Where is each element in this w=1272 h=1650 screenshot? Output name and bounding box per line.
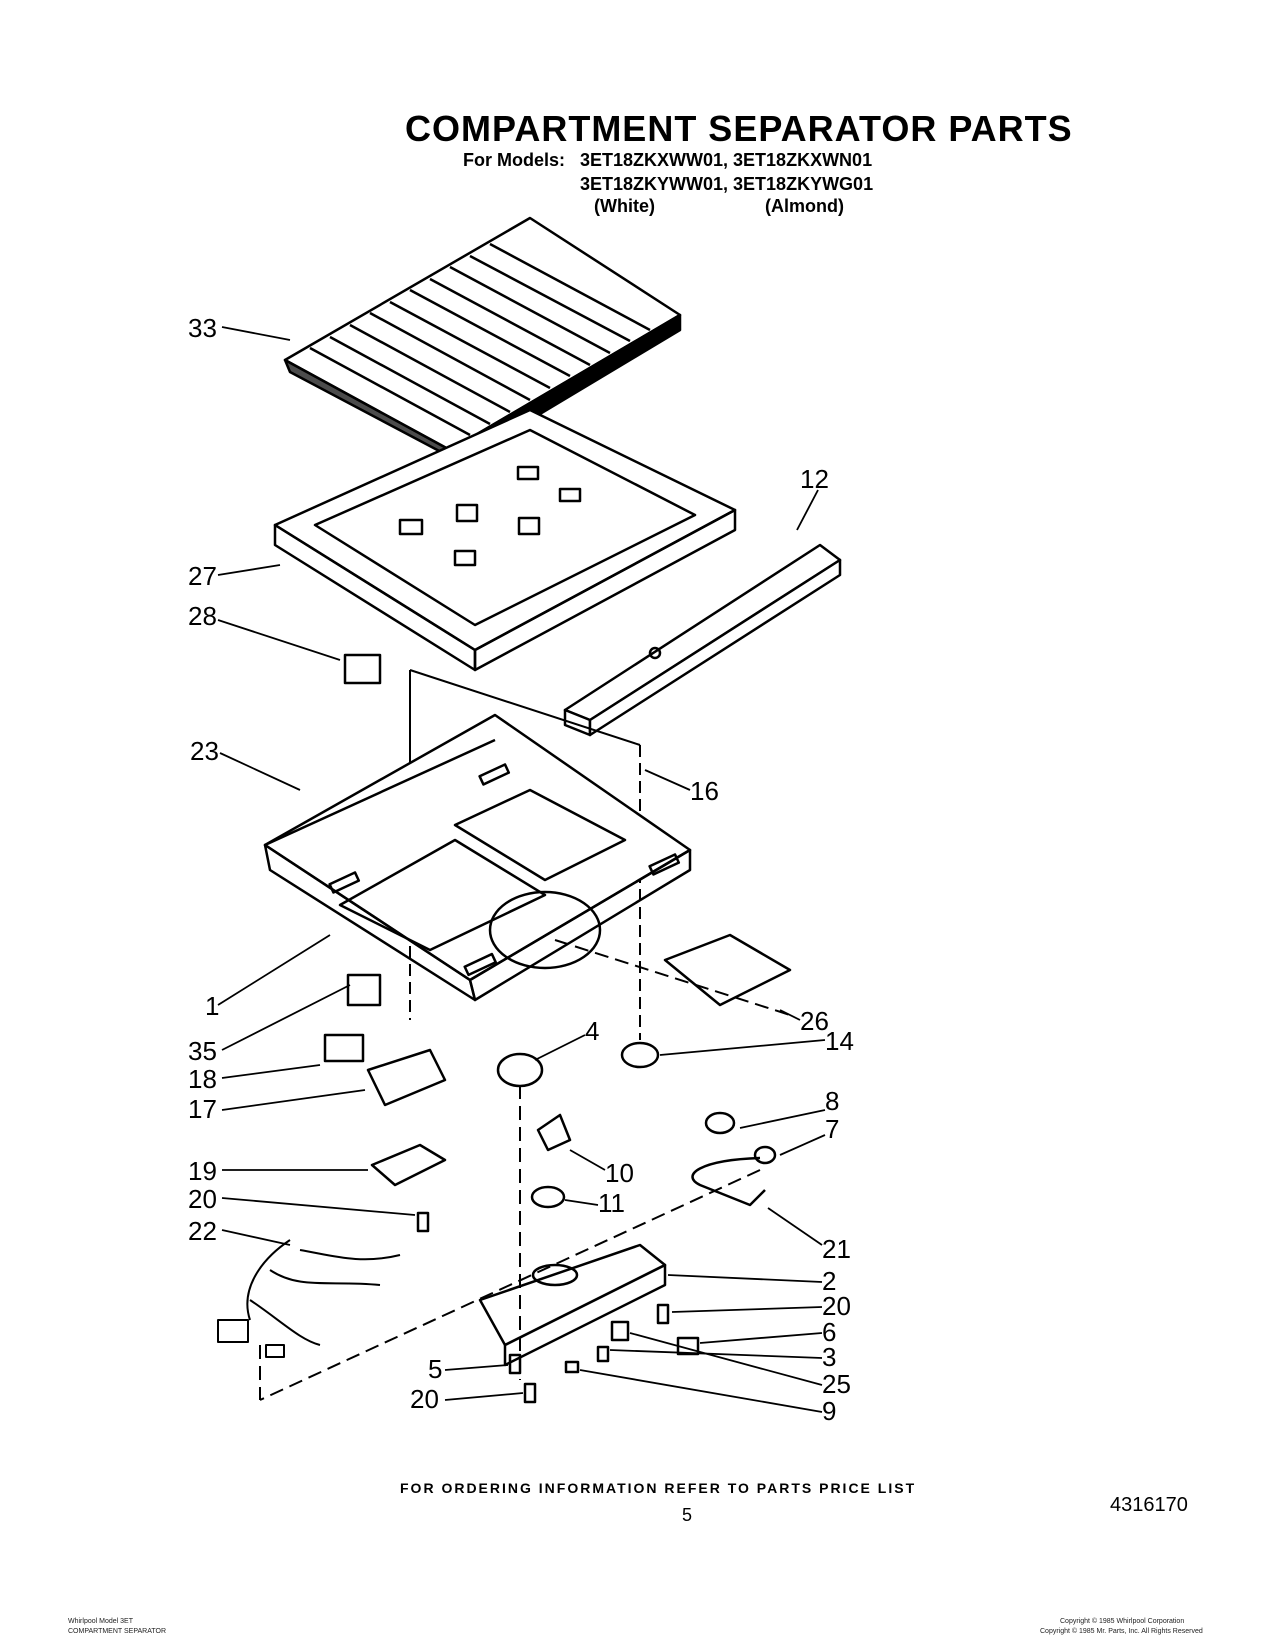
part-14-grommet — [620, 1041, 660, 1069]
callout-14: 14 — [825, 1026, 854, 1056]
callout-20-c: 20 — [410, 1384, 439, 1414]
page-title: COMPARTMENT SEPARATOR PARTS — [405, 108, 1073, 149]
callout-7: 7 — [825, 1114, 839, 1144]
callout-21: 21 — [822, 1234, 851, 1264]
part-20-screw-b — [656, 1303, 670, 1325]
callout-12: 12 — [800, 464, 829, 494]
callout-26: 26 — [800, 1006, 829, 1036]
part-11-washer — [530, 1185, 566, 1209]
callout-11: 11 — [598, 1188, 625, 1218]
callout-25: 25 — [822, 1369, 851, 1399]
part-35-clip — [346, 973, 382, 1007]
models-line-1: 3ET18ZKXWW01, 3ET18ZKXWN01 — [580, 150, 873, 170]
callout-16: 16 — [690, 776, 719, 806]
part-33-grille — [283, 216, 682, 464]
part-10-switch — [536, 1113, 572, 1152]
document-number: 4316170 — [1110, 1494, 1188, 1516]
models-line-2: 3ET18ZKYWW01, 3ET18ZKYWG01 — [580, 174, 874, 194]
part-17-housing — [366, 1048, 447, 1107]
part-23-separator-base — [263, 713, 692, 1002]
part-2-base-plate — [478, 1243, 667, 1367]
callout-1: 1 — [205, 991, 219, 1021]
part-6-screw — [596, 1345, 610, 1363]
callout-8: 8 — [825, 1086, 839, 1116]
models-prefix: For Models: — [463, 150, 565, 170]
callout-35: 35 — [188, 1036, 217, 1066]
color-white-label: (White) — [594, 196, 655, 216]
callout-33: 33 — [188, 313, 217, 343]
part-28-block — [343, 653, 382, 685]
fine-print-left-2: COMPARTMENT SEPARATOR — [68, 1628, 167, 1635]
callout-27: 27 — [188, 561, 217, 591]
callout-23: 23 — [190, 736, 219, 766]
part-20-screw-c — [523, 1382, 537, 1404]
callout-9: 9 — [822, 1396, 836, 1426]
callout-19: 19 — [188, 1156, 217, 1186]
part-26-duct — [663, 933, 792, 1007]
callout-2: 2 — [822, 1266, 836, 1296]
part-22-harness — [217, 1239, 401, 1358]
callout-17: 17 — [188, 1094, 217, 1124]
callout-20: 20 — [188, 1184, 217, 1214]
callout-18: 18 — [188, 1064, 217, 1094]
callout-22: 22 — [188, 1216, 217, 1246]
page-number: 5 — [682, 1505, 693, 1525]
leader-lines — [217, 326, 826, 1413]
part-21-wire — [691, 1156, 766, 1207]
part-9-nut — [564, 1360, 580, 1374]
callout-10: 10 — [605, 1158, 634, 1188]
fine-print-left-1: Whirlpool Model 3ET — [68, 1618, 133, 1625]
part-12-trim — [563, 543, 842, 737]
callout-5: 5 — [428, 1354, 442, 1384]
part-25-connector — [610, 1320, 630, 1342]
callout-20-b: 20 — [822, 1291, 851, 1321]
callout-3: 3 — [822, 1342, 836, 1372]
part-18-bracket — [323, 1033, 365, 1063]
assembly-line-long — [259, 1169, 761, 1401]
callout-4: 4 — [585, 1016, 599, 1046]
callout-28: 28 — [188, 601, 217, 631]
fine-print-right-1: Copyright © 1985 Whirlpool Corporation — [1060, 1618, 1185, 1625]
part-8-ring — [704, 1111, 736, 1135]
fine-print-right-2: Copyright © 1985 Mr. Parts, Inc. All Rig… — [1040, 1628, 1203, 1635]
ordering-info: FOR ORDERING INFORMATION REFER TO PARTS … — [400, 1480, 917, 1496]
part-27-frame — [273, 408, 737, 672]
part-20-screw-a — [416, 1211, 430, 1233]
color-almond-label: (Almond) — [765, 196, 844, 216]
part-19-cover — [370, 1143, 447, 1187]
callout-6: 6 — [822, 1317, 836, 1347]
part-7-clamp — [753, 1145, 777, 1165]
